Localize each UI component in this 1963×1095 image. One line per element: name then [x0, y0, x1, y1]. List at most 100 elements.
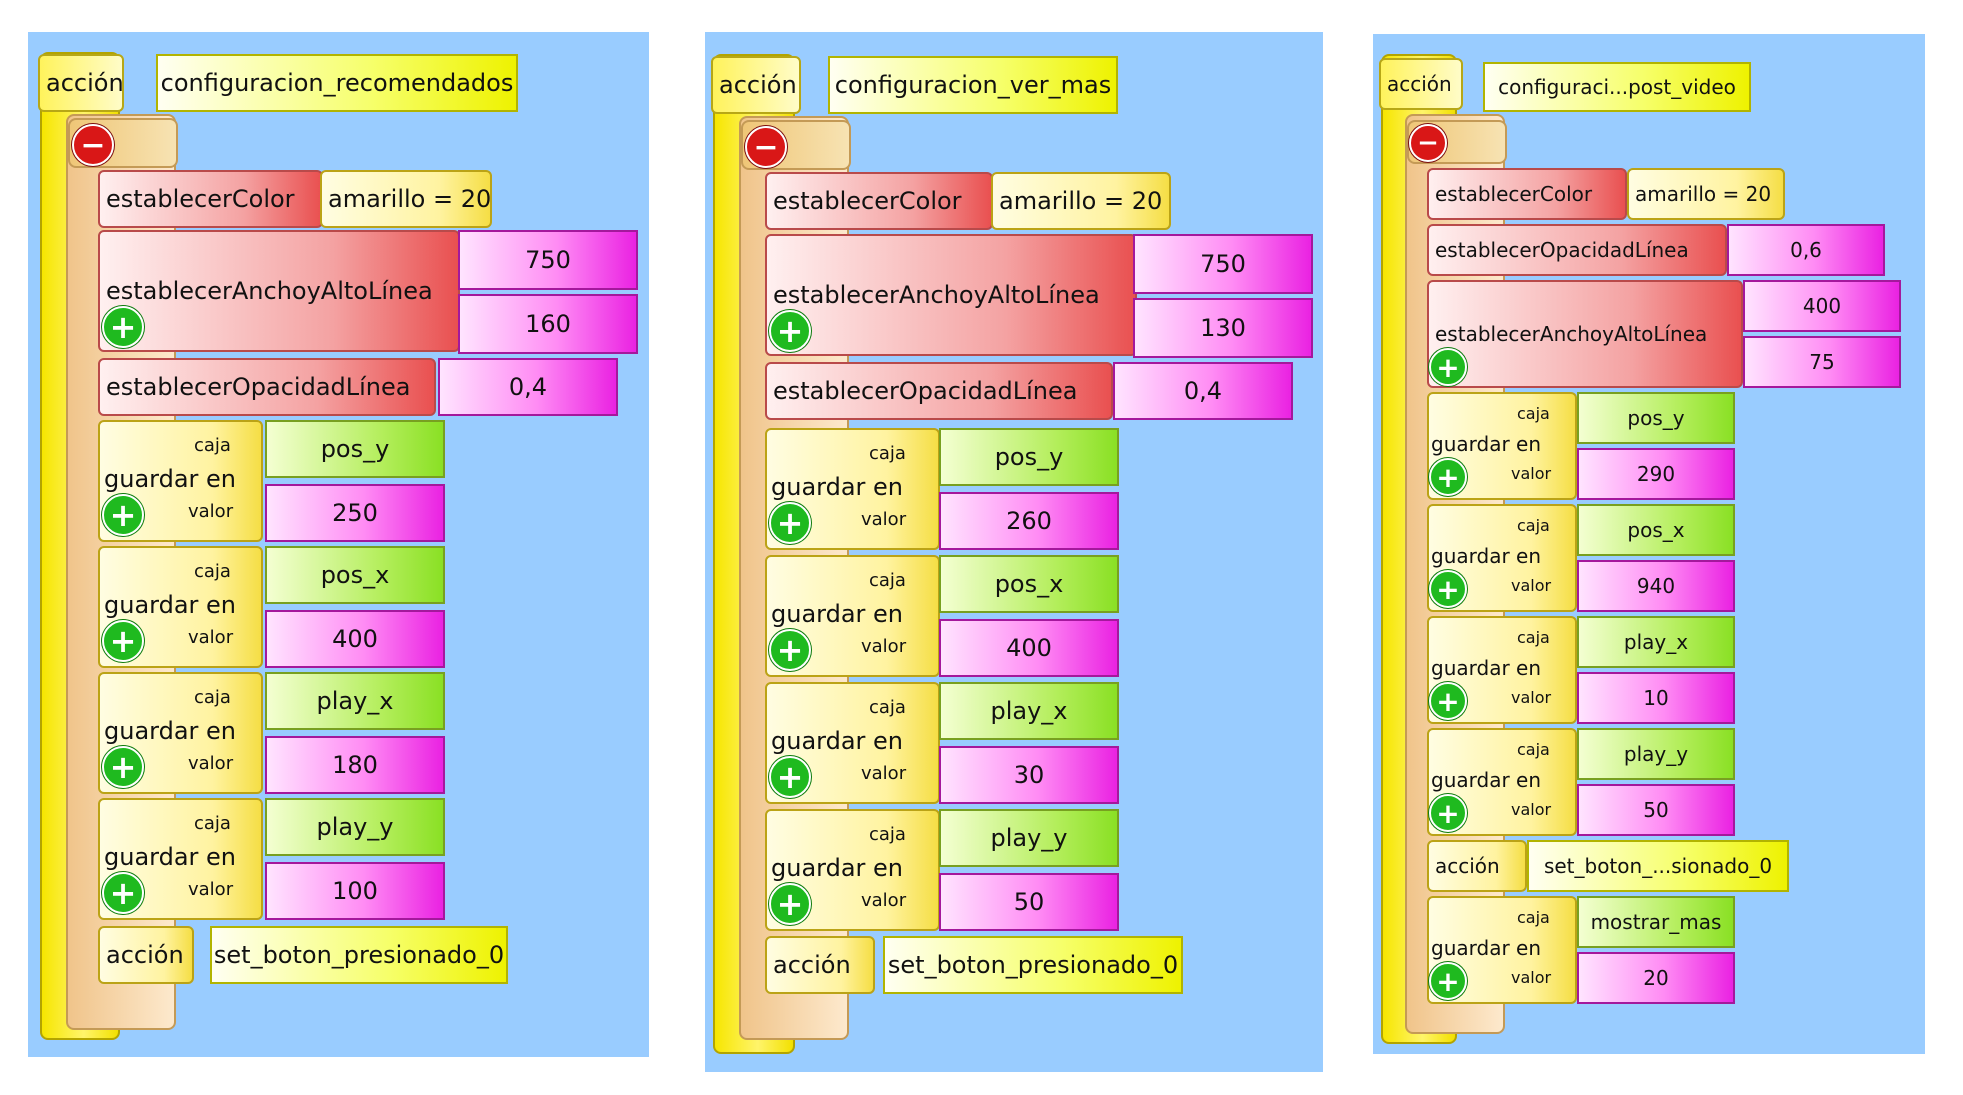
color-value-block[interactable]: amarillo = 20 [991, 172, 1171, 230]
save-value-block[interactable]: 180 [265, 736, 445, 794]
save-title: guardar en [104, 717, 237, 745]
box-name-block[interactable]: pos_y [1577, 392, 1735, 444]
caja-label: caja [1517, 740, 1550, 759]
remove-icon[interactable]: − [745, 126, 787, 168]
add-icon[interactable]: + [1429, 570, 1467, 608]
box-name: play_y [1623, 742, 1689, 766]
box-name-block[interactable]: play_y [265, 798, 445, 856]
height-value-block[interactable]: 130 [1133, 298, 1313, 358]
valor-label: valor [1511, 800, 1552, 819]
save-value-block[interactable]: 250 [265, 484, 445, 542]
add-icon[interactable]: + [102, 494, 144, 536]
final-action-block[interactable]: acción [765, 936, 875, 994]
height-value-block[interactable]: 160 [458, 294, 638, 354]
save-value: 290 [1636, 462, 1676, 486]
save-value-block[interactable]: 50 [939, 873, 1119, 931]
valor-label: valor [188, 753, 234, 774]
action-name-field[interactable]: configuraci...post_video [1483, 62, 1751, 112]
set-color-block[interactable]: establecerColor [98, 170, 323, 228]
add-icon[interactable]: + [769, 883, 811, 925]
add-icon[interactable]: + [769, 756, 811, 798]
color-value: amarillo = 20 [1635, 182, 1772, 206]
action-name-field[interactable]: configuracion_ver_mas [828, 56, 1118, 114]
remove-icon[interactable]: − [72, 124, 114, 166]
add-icon[interactable]: + [1429, 458, 1467, 496]
final-action-label: acción [773, 951, 851, 979]
save-value-block[interactable]: 100 [265, 862, 445, 920]
add-icon[interactable]: + [1429, 962, 1467, 1000]
height-value-block[interactable]: 75 [1743, 336, 1901, 388]
add-icon[interactable]: + [1429, 682, 1467, 720]
set-color-block[interactable]: establecerColor [765, 172, 993, 230]
save-value-block[interactable]: 10 [1577, 672, 1735, 724]
final-action-name-field[interactable]: set_boton_presionado_0 [883, 936, 1183, 994]
save-value-block[interactable]: 400 [939, 619, 1119, 677]
box-name: mostrar_mas [1590, 910, 1722, 934]
width-value-block[interactable]: 750 [1133, 234, 1313, 294]
set-size-block[interactable]: establecerAnchoyAltoLínea [1427, 280, 1743, 388]
set-opacity-block[interactable]: establecerOpacidadLínea [765, 362, 1113, 420]
save-value-block[interactable]: 260 [939, 492, 1119, 550]
action-header[interactable]: acción [38, 54, 124, 112]
save-title: guardar en [1431, 432, 1542, 456]
save-value: 180 [332, 751, 378, 779]
box-name: pos_x [320, 561, 390, 589]
set-opacity-block[interactable]: establecerOpacidadLínea [98, 358, 436, 416]
caja-label: caja [1517, 628, 1550, 647]
color-value-block[interactable]: amarillo = 20 [320, 170, 492, 228]
final-action-name: set_boton_presionado_0 [887, 951, 1179, 979]
save-value-block[interactable]: 400 [265, 610, 445, 668]
box-name-block[interactable]: play_x [265, 672, 445, 730]
set-size-block[interactable]: establecerAnchoyAltoLínea [98, 230, 460, 352]
save-value: 400 [332, 625, 378, 653]
width-value-block[interactable]: 400 [1743, 280, 1901, 332]
middle-action-block[interactable]: acción [1427, 840, 1527, 892]
add-icon[interactable]: + [1429, 794, 1467, 832]
box-name-block[interactable]: play_x [939, 682, 1119, 740]
box-name-block[interactable]: pos_y [265, 420, 445, 478]
add-icon[interactable]: + [769, 310, 811, 352]
action-header[interactable]: acción [711, 56, 801, 114]
set-color-block[interactable]: establecerColor [1427, 168, 1627, 220]
opacity-value-block[interactable]: 0,4 [1113, 362, 1293, 420]
box-name-block[interactable]: play_x [1577, 616, 1735, 668]
box-name-block[interactable]: pos_y [939, 428, 1119, 486]
add-icon[interactable]: + [102, 620, 144, 662]
box-name-block[interactable]: pos_x [939, 555, 1119, 613]
final-action-block[interactable]: acción [98, 926, 194, 984]
add-icon[interactable]: + [102, 872, 144, 914]
box-name-block[interactable]: pos_x [1577, 504, 1735, 556]
middle-action-name-field[interactable]: set_boton_...sionado_0 [1527, 840, 1789, 892]
add-icon[interactable]: + [102, 306, 144, 348]
set-size-block[interactable]: establecerAnchoyAltoLínea [765, 234, 1137, 356]
set-opacity-block[interactable]: establecerOpacidadLínea [1427, 224, 1727, 276]
box-name-block[interactable]: mostrar_mas [1577, 896, 1735, 948]
add-icon[interactable]: + [769, 629, 811, 671]
add-icon[interactable]: + [769, 502, 811, 544]
final-action-label: acción [106, 941, 184, 969]
save-title: guardar en [771, 473, 904, 501]
opacity-value-block[interactable]: 0,4 [438, 358, 618, 416]
action-header[interactable]: acción [1379, 58, 1463, 110]
width-value-block[interactable]: 750 [458, 230, 638, 290]
opacity-value-block[interactable]: 0,6 [1727, 224, 1885, 276]
add-icon[interactable]: + [1429, 348, 1467, 386]
save-title: guardar en [1431, 656, 1542, 680]
save-value-block[interactable]: 50 [1577, 784, 1735, 836]
box-name: play_x [1623, 630, 1689, 654]
save-value-block[interactable]: 290 [1577, 448, 1735, 500]
action-name-field[interactable]: configuracion_recomendados [156, 54, 518, 112]
remove-icon[interactable]: − [1409, 124, 1447, 162]
box-name-block[interactable]: play_y [1577, 728, 1735, 780]
save-value-block[interactable]: 30 [939, 746, 1119, 804]
box-name-block[interactable]: play_y [939, 809, 1119, 867]
add-icon[interactable]: + [102, 746, 144, 788]
set-size-label: establecerAnchoyAltoLínea [1435, 322, 1708, 346]
color-value-block[interactable]: amarillo = 20 [1627, 168, 1785, 220]
save-value-block[interactable]: 940 [1577, 560, 1735, 612]
final-action-name-field[interactable]: set_boton_presionado_0 [210, 926, 508, 984]
save-value-block[interactable]: 20 [1577, 952, 1735, 1004]
box-name-block[interactable]: pos_x [265, 546, 445, 604]
save-block[interactable] [765, 428, 940, 550]
box-name: pos_y [994, 443, 1064, 471]
